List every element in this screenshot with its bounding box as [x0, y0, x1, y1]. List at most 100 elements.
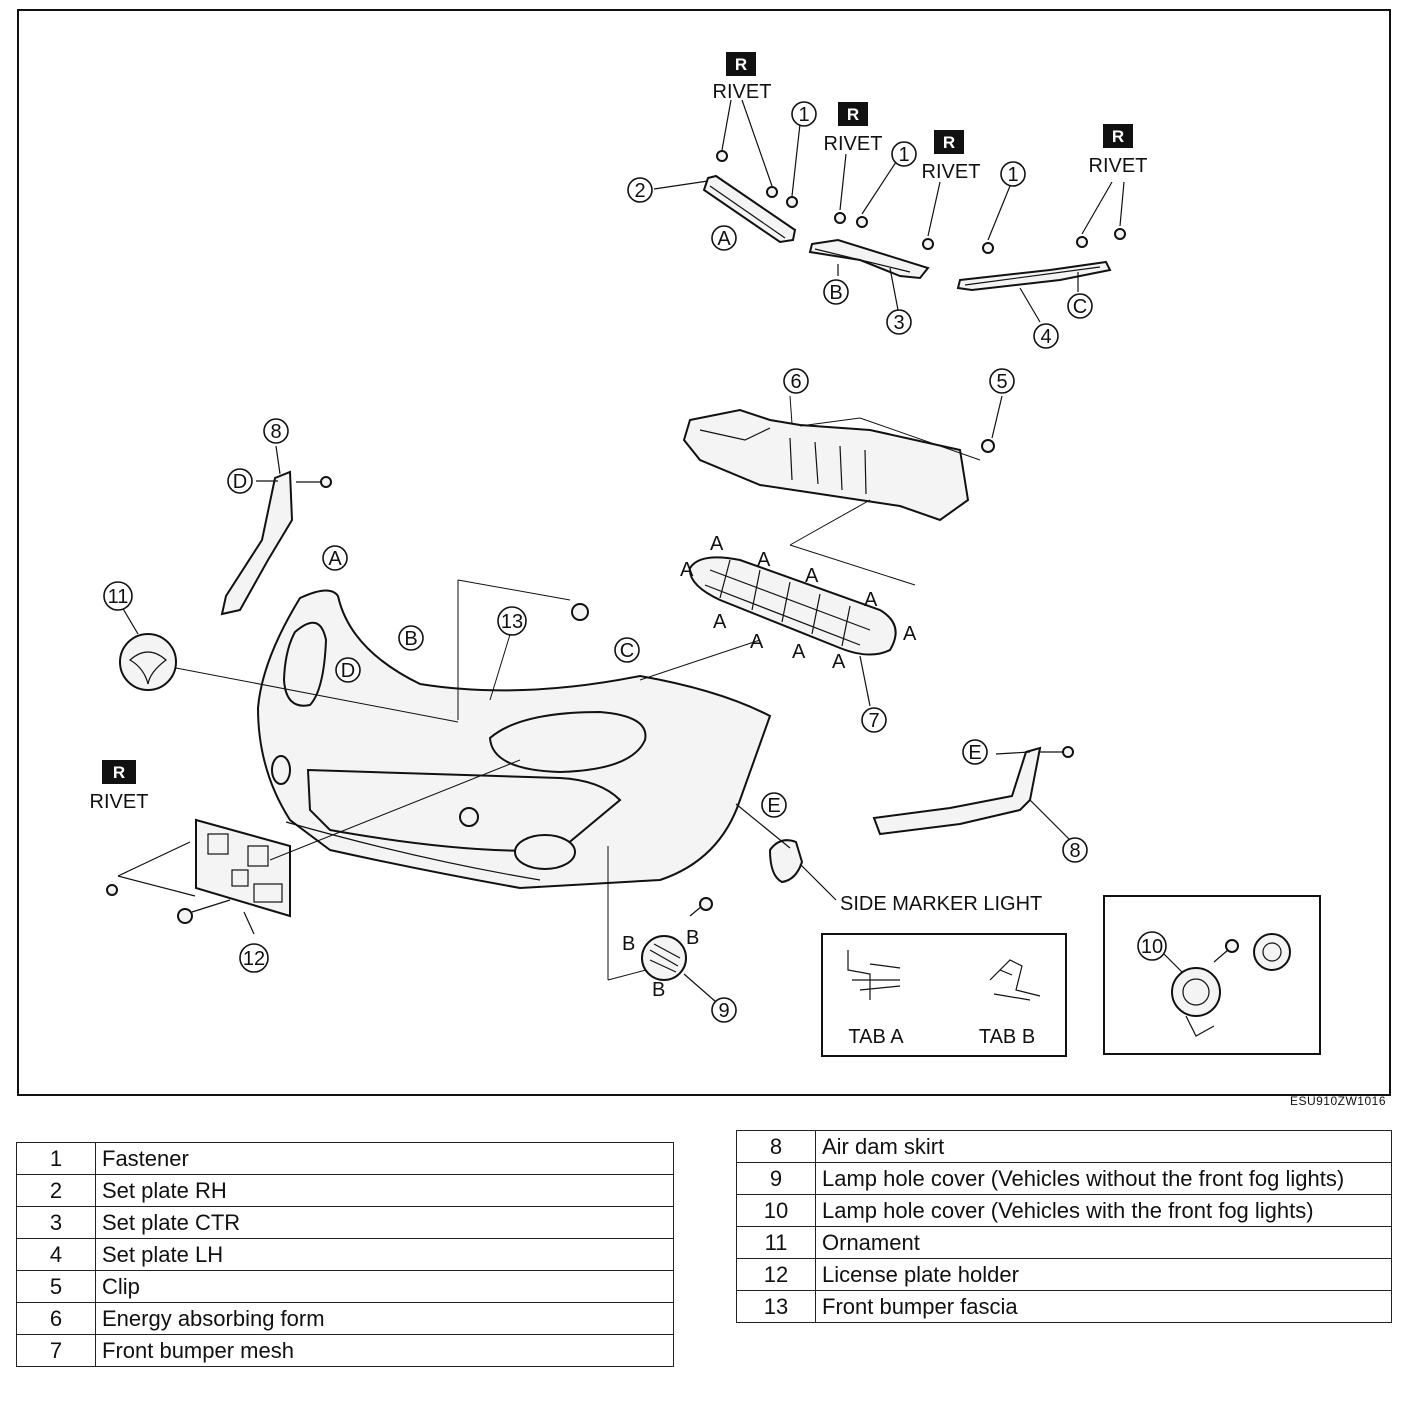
front-bumper-mesh [688, 556, 897, 707]
ref-letter-e-skirt: E [962, 739, 988, 765]
svg-text:2: 2 [634, 180, 645, 202]
legend-number: 8 [736, 1130, 816, 1163]
legend-number: 5 [16, 1270, 96, 1303]
rivet-badge-license-plate: R [102, 760, 136, 784]
svg-text:A: A [680, 559, 694, 581]
tab-b-label: TAB B [979, 1026, 1035, 1048]
svg-text:9: 9 [718, 1000, 729, 1022]
air-dam-skirt-left [220, 445, 332, 616]
rivet-badge-set-plate-lh: R [1103, 124, 1133, 148]
ref-letter-d-skirt: D [227, 468, 253, 494]
fascia-clip [571, 603, 589, 621]
svg-text:A: A [328, 548, 342, 570]
svg-text:7: 7 [868, 710, 879, 732]
legend-part-name: Ornament [815, 1226, 1392, 1259]
side-marker-light-label: SIDE MARKER LIGHT [840, 893, 1042, 915]
svg-text:R: R [1112, 127, 1124, 146]
set-plate-ctr [808, 153, 941, 311]
svg-text:R: R [735, 55, 747, 74]
svg-text:1: 1 [898, 144, 909, 166]
fog-lamp-cover-inset [1103, 895, 1321, 1055]
exploded-parts-diagram: R RIVET R RIVET R RIVET R RIVET R RIVET [17, 9, 1391, 1096]
legend-part-name: Set plate LH [95, 1238, 674, 1271]
legend-part-name: Lamp hole cover (Vehicles without the fr… [815, 1162, 1392, 1195]
legend-number: 13 [736, 1290, 816, 1323]
legend-number: 9 [736, 1162, 816, 1195]
callout-13: 13 [497, 606, 527, 636]
ornament [119, 606, 459, 723]
legend-number: 12 [736, 1258, 816, 1291]
rivet-badge-set-plate-rh: R [726, 52, 756, 76]
svg-text:B: B [404, 628, 417, 650]
legend-part-name: Air dam skirt [815, 1130, 1392, 1163]
svg-text:C: C [1073, 296, 1087, 318]
svg-text:A: A [792, 641, 806, 663]
ref-letter-b-fascia: B [398, 625, 424, 651]
legend-number: 2 [16, 1174, 96, 1207]
callout-9: 9 [711, 997, 737, 1023]
legend-number: 4 [16, 1238, 96, 1271]
rivet-label-set-plate-ctr: RIVET [824, 133, 883, 155]
svg-text:E: E [767, 795, 780, 817]
ref-letter-e-fascia: E [761, 792, 787, 818]
rivet-badge-set-plate-ctr: R [838, 102, 868, 126]
legend-number: 1 [16, 1142, 96, 1175]
lamp-hole-cover-no-fog [607, 846, 717, 1003]
svg-text:8: 8 [270, 421, 281, 443]
legend-number: 7 [16, 1334, 96, 1367]
svg-text:A: A [832, 651, 846, 673]
callout-2: 2 [627, 177, 653, 203]
svg-text:R: R [113, 763, 125, 782]
callout-3: 3 [886, 309, 912, 335]
legend-part-name: Clip [95, 1270, 674, 1303]
svg-text:E: E [968, 742, 981, 764]
legend-part-name: Set plate RH [95, 1174, 674, 1207]
rivet-label-set-plate-lh: RIVET [1089, 155, 1148, 177]
rivet-label-set-plate-rh: RIVET [713, 81, 772, 103]
ref-letter-b-ctr: B [823, 279, 849, 305]
callout-12: 12 [239, 943, 269, 973]
legend-number: 11 [736, 1226, 816, 1259]
side-marker-light: SIDE MARKER LIGHT [735, 803, 1042, 915]
callout-1-lh: 1 [1000, 161, 1026, 187]
callout-7: 7 [861, 707, 887, 733]
svg-text:A: A [757, 549, 771, 571]
svg-text:A: A [750, 631, 764, 653]
tab-a-label: TAB A [848, 1026, 904, 1048]
ref-letter-a-fascia: A [322, 545, 348, 571]
callout-6: 6 [783, 368, 809, 394]
svg-text:A: A [710, 533, 724, 555]
legend-part-name: Set plate CTR [95, 1206, 674, 1239]
legend-part-name: Front bumper fascia [815, 1290, 1392, 1323]
svg-text:A: A [717, 228, 731, 250]
callout-8-left: 8 [263, 418, 289, 444]
energy-absorbing-form [682, 395, 1003, 586]
svg-text:11: 11 [108, 586, 129, 608]
svg-text:A: A [864, 589, 878, 611]
legend-part-name: License plate holder [815, 1258, 1392, 1291]
svg-text:B: B [829, 282, 842, 304]
tab-detail-inset: TAB A TAB B [821, 933, 1067, 1057]
legend-part-name: Fastener [95, 1142, 674, 1175]
svg-text:B: B [652, 979, 665, 1001]
mesh-tab-letters: A A A A A A A A A A [680, 533, 917, 673]
svg-text:1: 1 [798, 104, 809, 126]
svg-text:R: R [943, 133, 955, 152]
rivet-badge-set-plate-ctr-right: R [934, 130, 964, 154]
svg-text:12: 12 [243, 948, 265, 970]
callout-4: 4 [1033, 323, 1059, 349]
svg-text:3: 3 [893, 312, 904, 334]
set-plate-rh [653, 99, 801, 244]
svg-text:13: 13 [501, 611, 523, 633]
